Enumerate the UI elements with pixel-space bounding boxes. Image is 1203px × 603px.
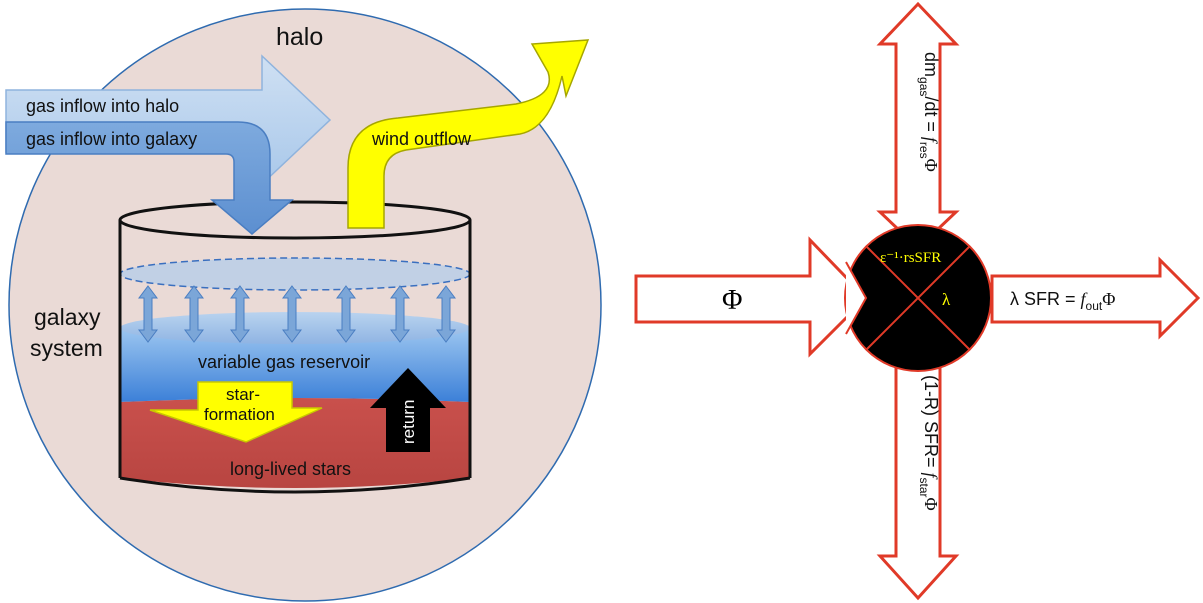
reservoir-max-level xyxy=(119,257,471,291)
return-label: return xyxy=(399,400,418,444)
galaxy-system-label-line1: galaxy xyxy=(34,304,101,330)
star-formation-label-line2: formation xyxy=(204,405,275,424)
inflow-phi-label: Φ xyxy=(722,285,742,316)
node-divider-2 xyxy=(865,245,971,351)
star-formation-arrow xyxy=(149,381,323,443)
gas-exchange-arrow xyxy=(184,285,204,343)
inflow-phi-arrow xyxy=(634,236,869,358)
gas-mass-change-arrow xyxy=(876,1,960,251)
gas-exchange-arrow xyxy=(436,285,456,343)
galaxy-system-label-line2: system xyxy=(30,335,103,361)
gas-exchange-arrow xyxy=(336,285,356,343)
node-lambda-label: λ xyxy=(942,290,951,309)
gas-exchange-arrow xyxy=(230,285,250,343)
wind-outflow-label: wind outflow xyxy=(371,129,472,149)
galaxy-tank xyxy=(118,200,472,494)
gas-exchange-arrow xyxy=(282,285,302,343)
outflow-rate-label: λ SFR = foutΦ xyxy=(1010,289,1115,313)
gas-inflow-galaxy-label: gas inflow into galaxy xyxy=(26,129,197,149)
star-formation-label-line1: star- xyxy=(226,385,260,404)
gas-inflow-halo-label: gas inflow into halo xyxy=(26,96,179,116)
long-lived-stars-label: long-lived stars xyxy=(230,459,351,479)
wind-outflow-arrow xyxy=(347,39,590,229)
node-rssfr-label: ε⁻¹·rsSFR xyxy=(880,250,941,266)
gas-exchange-arrow xyxy=(138,285,158,343)
gas-reservoir-label: variable gas reservoir xyxy=(198,352,370,372)
inflow-notch xyxy=(846,262,866,334)
gas-mass-change-label: dmgas/dt = fresΦ xyxy=(917,52,941,172)
gas-exchange-arrow xyxy=(390,285,410,343)
gas-inflow-galaxy-arrow xyxy=(5,121,295,235)
inflow-notch-edge xyxy=(845,261,868,335)
tank-bottom xyxy=(119,476,471,494)
gas-exchange-arrows xyxy=(138,285,456,343)
stellar-mass-rate-label: (1-R) SFR= fstarΦ xyxy=(917,375,941,511)
halo-label: halo xyxy=(276,23,323,51)
tank-rim xyxy=(118,200,472,240)
return-arrow xyxy=(370,368,446,452)
outflow-arrow xyxy=(990,256,1201,340)
